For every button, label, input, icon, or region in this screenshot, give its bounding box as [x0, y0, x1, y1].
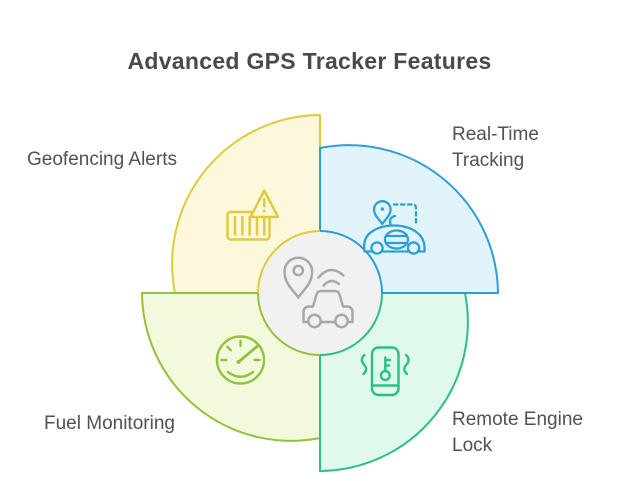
feature-label-remote-engine-lock: Remote Engine Lock [452, 407, 583, 459]
vibration-right [403, 353, 410, 376]
feature-label-geofencing-alerts: Geofencing Alerts [27, 147, 177, 173]
label-line: Fuel Monitoring [44, 413, 175, 434]
car-location-icon [363, 200, 426, 255]
fuel-gauge-icon [215, 335, 266, 385]
hub-rim-green [257, 292, 321, 356]
signal-wave-outer [317, 268, 345, 279]
page-title: Advanced GPS Tracker Features [127, 48, 492, 74]
feature-label-fuel-monitoring: Fuel Monitoring [44, 411, 175, 437]
feature-label-real-time-tracking: Real-Time Tracking [452, 122, 539, 174]
label-line: Lock [452, 435, 493, 456]
phone-key-icon [360, 346, 410, 397]
hub-rim-mint [319, 292, 383, 356]
label-line: Real-Time [452, 124, 539, 145]
vibration-left [360, 353, 368, 376]
hub-rim-yellow [257, 230, 321, 294]
label-line: Remote Engine [452, 409, 583, 430]
label-line: Tracking [452, 150, 525, 171]
label-line: Geofencing Alerts [27, 149, 177, 170]
container-warning-icon [226, 189, 280, 241]
gps-pin-car-icon [283, 256, 354, 329]
signal-wave-inner [322, 279, 341, 287]
